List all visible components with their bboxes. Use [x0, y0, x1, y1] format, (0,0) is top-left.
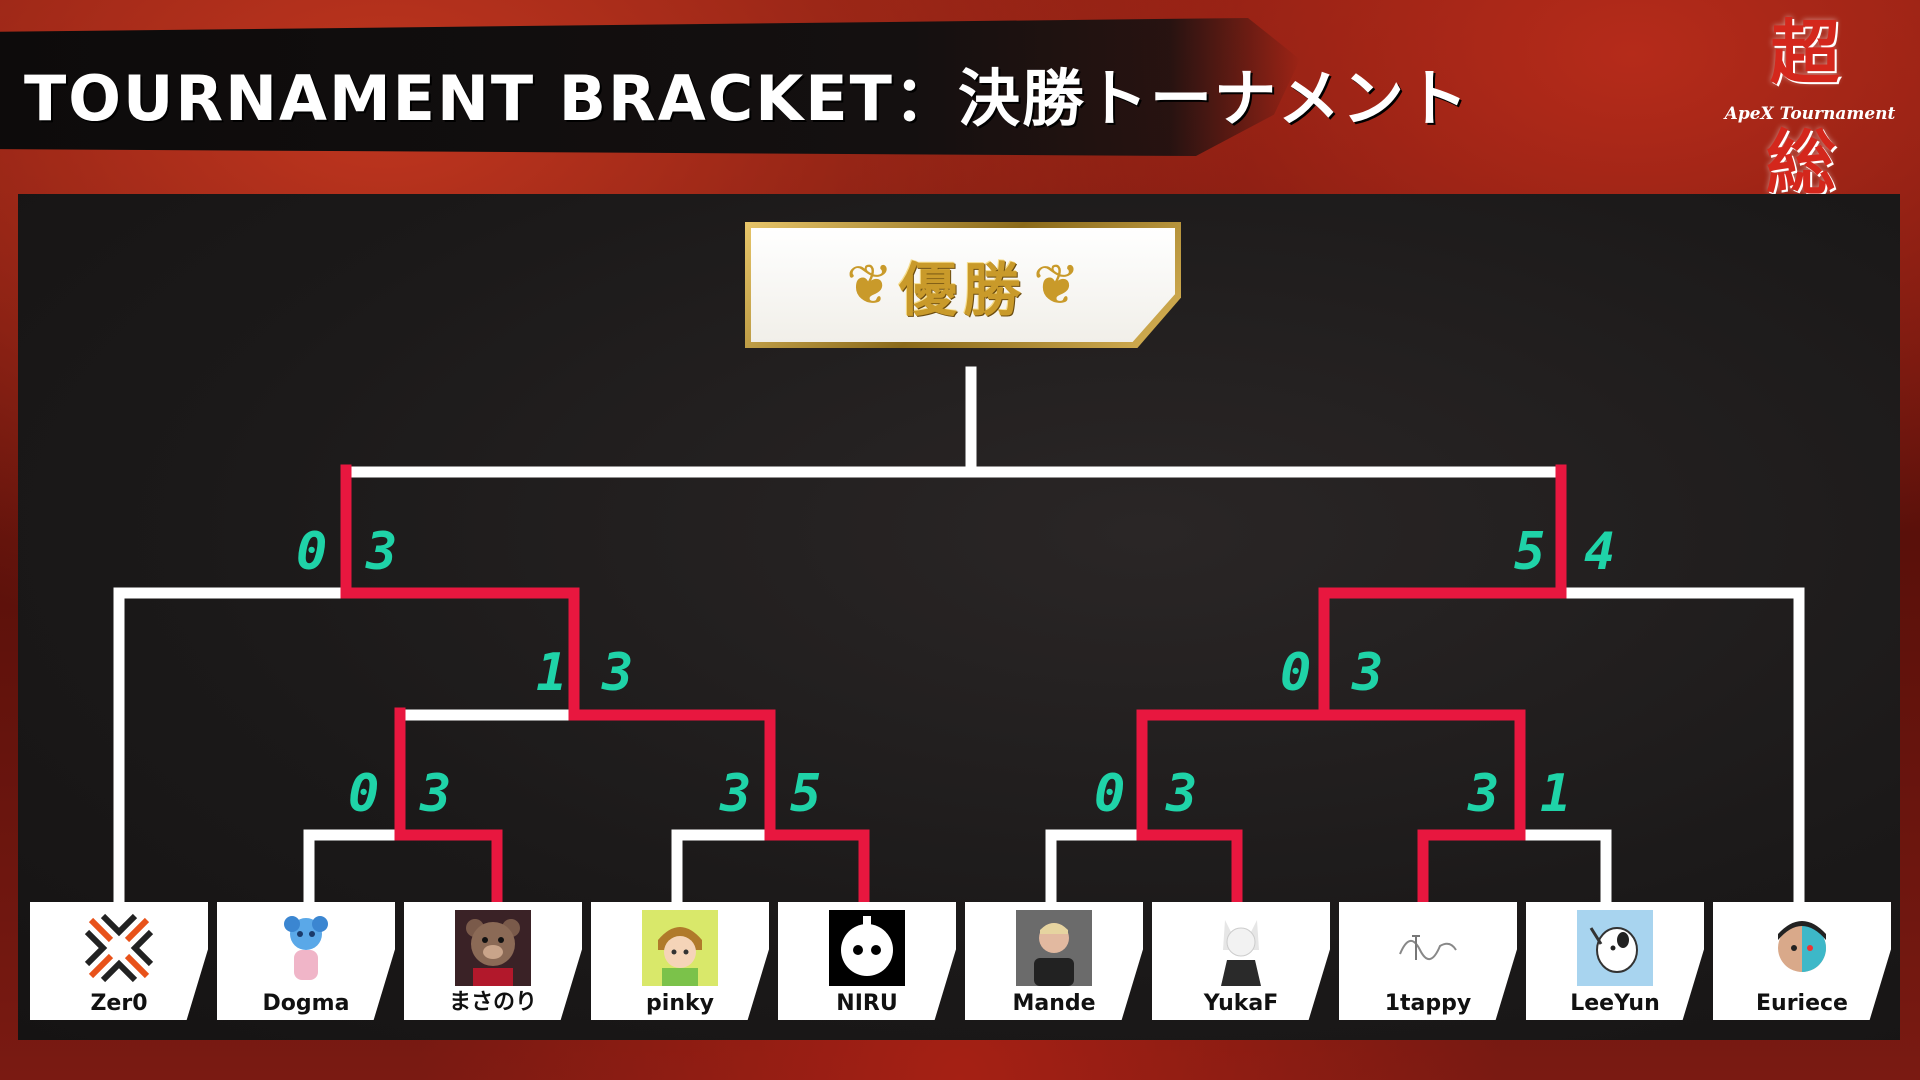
- player-name: まさのり: [404, 984, 582, 1016]
- player-card-dogma[interactable]: Dogma: [217, 902, 395, 1020]
- niru-face-icon: [829, 910, 905, 986]
- score-r1-c2: 3: [1166, 768, 1197, 820]
- mande-photo-icon: [1016, 910, 1092, 986]
- score-qf-right-a: 0: [1280, 647, 1311, 699]
- player-card-zer0[interactable]: Zer0: [30, 902, 208, 1020]
- player-name: YukaF: [1152, 991, 1330, 1016]
- score-sf-left-b: 3: [366, 526, 397, 578]
- player-name: pinky: [591, 991, 769, 1016]
- player-card-pinky[interactable]: pinky: [591, 902, 769, 1020]
- player-name: NIRU: [778, 991, 956, 1016]
- score-sf-left-a: 0: [296, 526, 327, 578]
- player-card-niru[interactable]: NIRU: [778, 902, 956, 1020]
- euriece-avatar-icon: [1764, 910, 1840, 986]
- player-name: LeeYun: [1526, 991, 1704, 1016]
- score-r1-b2: 5: [790, 768, 821, 820]
- yukaf-avatar-icon: [1203, 910, 1279, 986]
- player-name: Mande: [965, 991, 1143, 1016]
- bear-avatar-icon: [455, 910, 531, 986]
- score-r1-b1: 3: [720, 768, 751, 820]
- score-r1-a1: 0: [348, 768, 379, 820]
- pinky-avatar-icon: [642, 910, 718, 986]
- player-card-mande[interactable]: Mande: [965, 902, 1143, 1020]
- leeyun-avatar-icon: [1577, 910, 1653, 986]
- score-qf-left-a: 1: [536, 647, 567, 699]
- score-r1-c1: 0: [1094, 768, 1125, 820]
- champion-plaque: ❦ 優勝 ❦: [745, 222, 1181, 348]
- player-card-1tappy[interactable]: 1tappy: [1339, 902, 1517, 1020]
- player-name: Euriece: [1713, 991, 1891, 1016]
- dogma-avatar-icon: [268, 910, 344, 986]
- player-card-yukaf[interactable]: YukaF: [1152, 902, 1330, 1020]
- laurel-right-icon: ❦: [1033, 253, 1080, 318]
- score-sf-right-b: 4: [1584, 526, 1615, 578]
- score-qf-left-b: 3: [602, 647, 633, 699]
- score-r1-a2: 3: [420, 768, 451, 820]
- player-card-masanori[interactable]: まさのり: [404, 902, 582, 1020]
- player-name: Dogma: [217, 991, 395, 1016]
- player-card-euriece[interactable]: Euriece: [1713, 902, 1891, 1020]
- player-card-leeyun[interactable]: LeeYun: [1526, 902, 1704, 1020]
- score-r1-d1: 3: [1468, 768, 1499, 820]
- champion-label: 優勝: [899, 243, 1027, 327]
- score-r1-d2: 1: [1540, 768, 1571, 820]
- 1tappy-sign-icon: [1390, 910, 1466, 986]
- zero-logo-icon: [81, 910, 157, 986]
- player-name: Zer0: [30, 991, 208, 1016]
- player-name: 1tappy: [1339, 991, 1517, 1016]
- score-sf-right-a: 5: [1514, 526, 1545, 578]
- score-qf-right-b: 3: [1352, 647, 1383, 699]
- laurel-left-icon: ❦: [846, 253, 893, 318]
